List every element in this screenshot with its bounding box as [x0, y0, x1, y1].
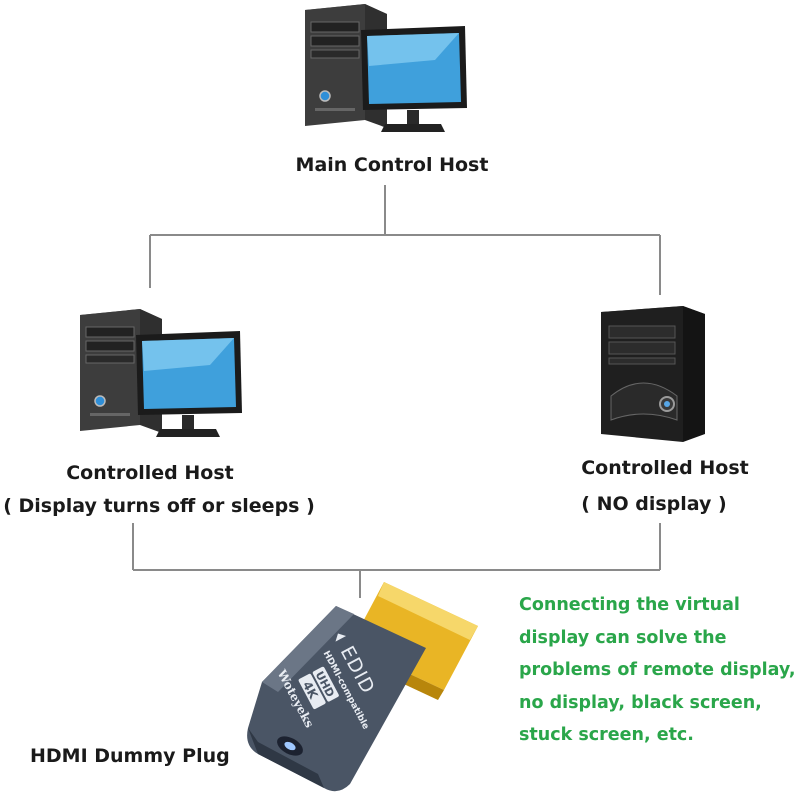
monitor: [136, 331, 242, 437]
right-host-title: Controlled Host: [581, 457, 749, 479]
plug-body: [247, 606, 426, 792]
note-line: no display, black screen,: [519, 692, 762, 713]
note-line: problems of remote display,: [519, 660, 795, 680]
monitor: [361, 26, 467, 132]
note-line: stuck screen, etc.: [519, 725, 694, 745]
led-indicator-icon: [284, 741, 296, 751]
left-host-title: Controlled Host: [66, 462, 234, 484]
note-line: display can solve the: [519, 627, 727, 648]
left-host-subtitle: ( Display turns off or sleeps ): [3, 495, 315, 517]
main-host-label: Main Control Host: [295, 154, 489, 176]
hdmi-dummy-plug-icon: EDID HDMI-compatible UHD 4K Woteyeks: [247, 582, 478, 792]
note-line: Connecting the virtual: [519, 595, 740, 615]
benefits-note: Connecting the virtual display can solve…: [519, 589, 795, 752]
main-host-computer-icon: [305, 4, 467, 132]
right-host-tower-icon: [601, 306, 705, 442]
dummy-plug-label: HDMI Dummy Plug: [30, 745, 230, 767]
left-host-computer-icon: [80, 309, 242, 437]
right-host-subtitle: ( NO display ): [581, 493, 727, 515]
